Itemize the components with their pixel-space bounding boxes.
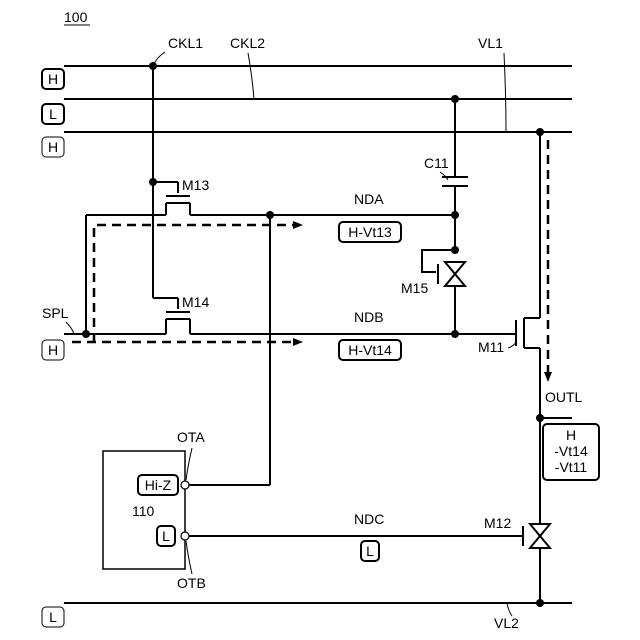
output-value-line-3: -Vt11 — [555, 459, 588, 475]
ckl2-label: CKL2 — [230, 35, 265, 51]
output-value-box: H -Vt14 -Vt11 — [543, 424, 599, 480]
svg-text:H: H — [48, 71, 58, 87]
svg-text:H-Vt14: H-Vt14 — [348, 342, 392, 358]
block-110-label: 110 — [132, 503, 155, 519]
vl1-level-badge: H — [42, 137, 64, 157]
nda-arrowhead — [293, 221, 303, 229]
ckl2-junction — [451, 95, 459, 103]
vl1-junction — [536, 128, 544, 136]
c11-capacitor — [442, 177, 468, 186]
svg-text:H-Vt13: H-Vt13 — [348, 224, 392, 240]
svg-text:L: L — [366, 543, 374, 559]
otb-label: OTB — [177, 575, 206, 591]
m11-leader — [508, 342, 516, 348]
ckl1-junction — [149, 62, 157, 70]
m13-transistor — [166, 196, 190, 215]
svg-text:H: H — [48, 342, 58, 358]
vl2-level-badge: L — [42, 607, 64, 627]
figure-number: 100 — [64, 9, 88, 25]
otb-value-badge: L — [157, 526, 175, 546]
m15-transistor — [438, 262, 465, 286]
m11-transistor — [516, 318, 540, 348]
ckl2-leader — [248, 53, 254, 99]
svg-text:L: L — [49, 609, 57, 625]
output-arrowhead — [544, 372, 552, 382]
ckl2-level-badge: L — [42, 104, 64, 124]
svg-text:H: H — [48, 139, 58, 155]
ndb-label: NDB — [354, 309, 384, 325]
svg-text:L: L — [49, 106, 57, 122]
spl-leader — [66, 322, 74, 334]
m14-transistor — [166, 312, 190, 334]
nda-signal-path — [94, 225, 293, 342]
nda-value-badge: H-Vt13 — [339, 222, 401, 242]
m14-label: M14 — [182, 294, 209, 310]
m12-label: M12 — [484, 515, 511, 531]
vl1-label: VL1 — [478, 35, 503, 51]
spl-level-badge: H — [42, 340, 64, 360]
spl-label: SPL — [42, 305, 69, 321]
ota-terminal — [181, 481, 189, 489]
ckl1-level-badge: H — [42, 69, 64, 89]
vl1-leader — [504, 53, 506, 132]
ndb-arrowhead — [293, 338, 303, 346]
ndc-label: NDC — [354, 511, 384, 527]
output-value-line-1: H — [566, 427, 576, 443]
ndb-value-badge: H-Vt14 — [339, 340, 401, 360]
otb-leader — [186, 541, 192, 574]
m13-label: M13 — [182, 177, 209, 193]
m11-label: M11 — [478, 339, 504, 355]
ndc-value-badge: L — [361, 541, 379, 561]
ota-leader — [186, 448, 192, 480]
otb-terminal — [181, 532, 189, 540]
outl-label: OUTL — [545, 389, 583, 405]
nda-label: NDA — [354, 191, 384, 207]
svg-text:L: L — [162, 528, 170, 544]
ota-value-badge: Hi-Z — [138, 475, 178, 495]
m12-transistor — [523, 524, 550, 548]
c11-label: C11 — [424, 155, 449, 171]
m15-label: M15 — [401, 280, 428, 296]
ota-label: OTA — [177, 429, 205, 445]
vl2-label: VL2 — [494, 615, 519, 631]
svg-text:Hi-Z: Hi-Z — [145, 477, 172, 493]
ckl1-label: CKL1 — [168, 35, 203, 51]
vl2-junction — [536, 599, 544, 607]
output-value-line-2: -Vt14 — [554, 443, 588, 459]
